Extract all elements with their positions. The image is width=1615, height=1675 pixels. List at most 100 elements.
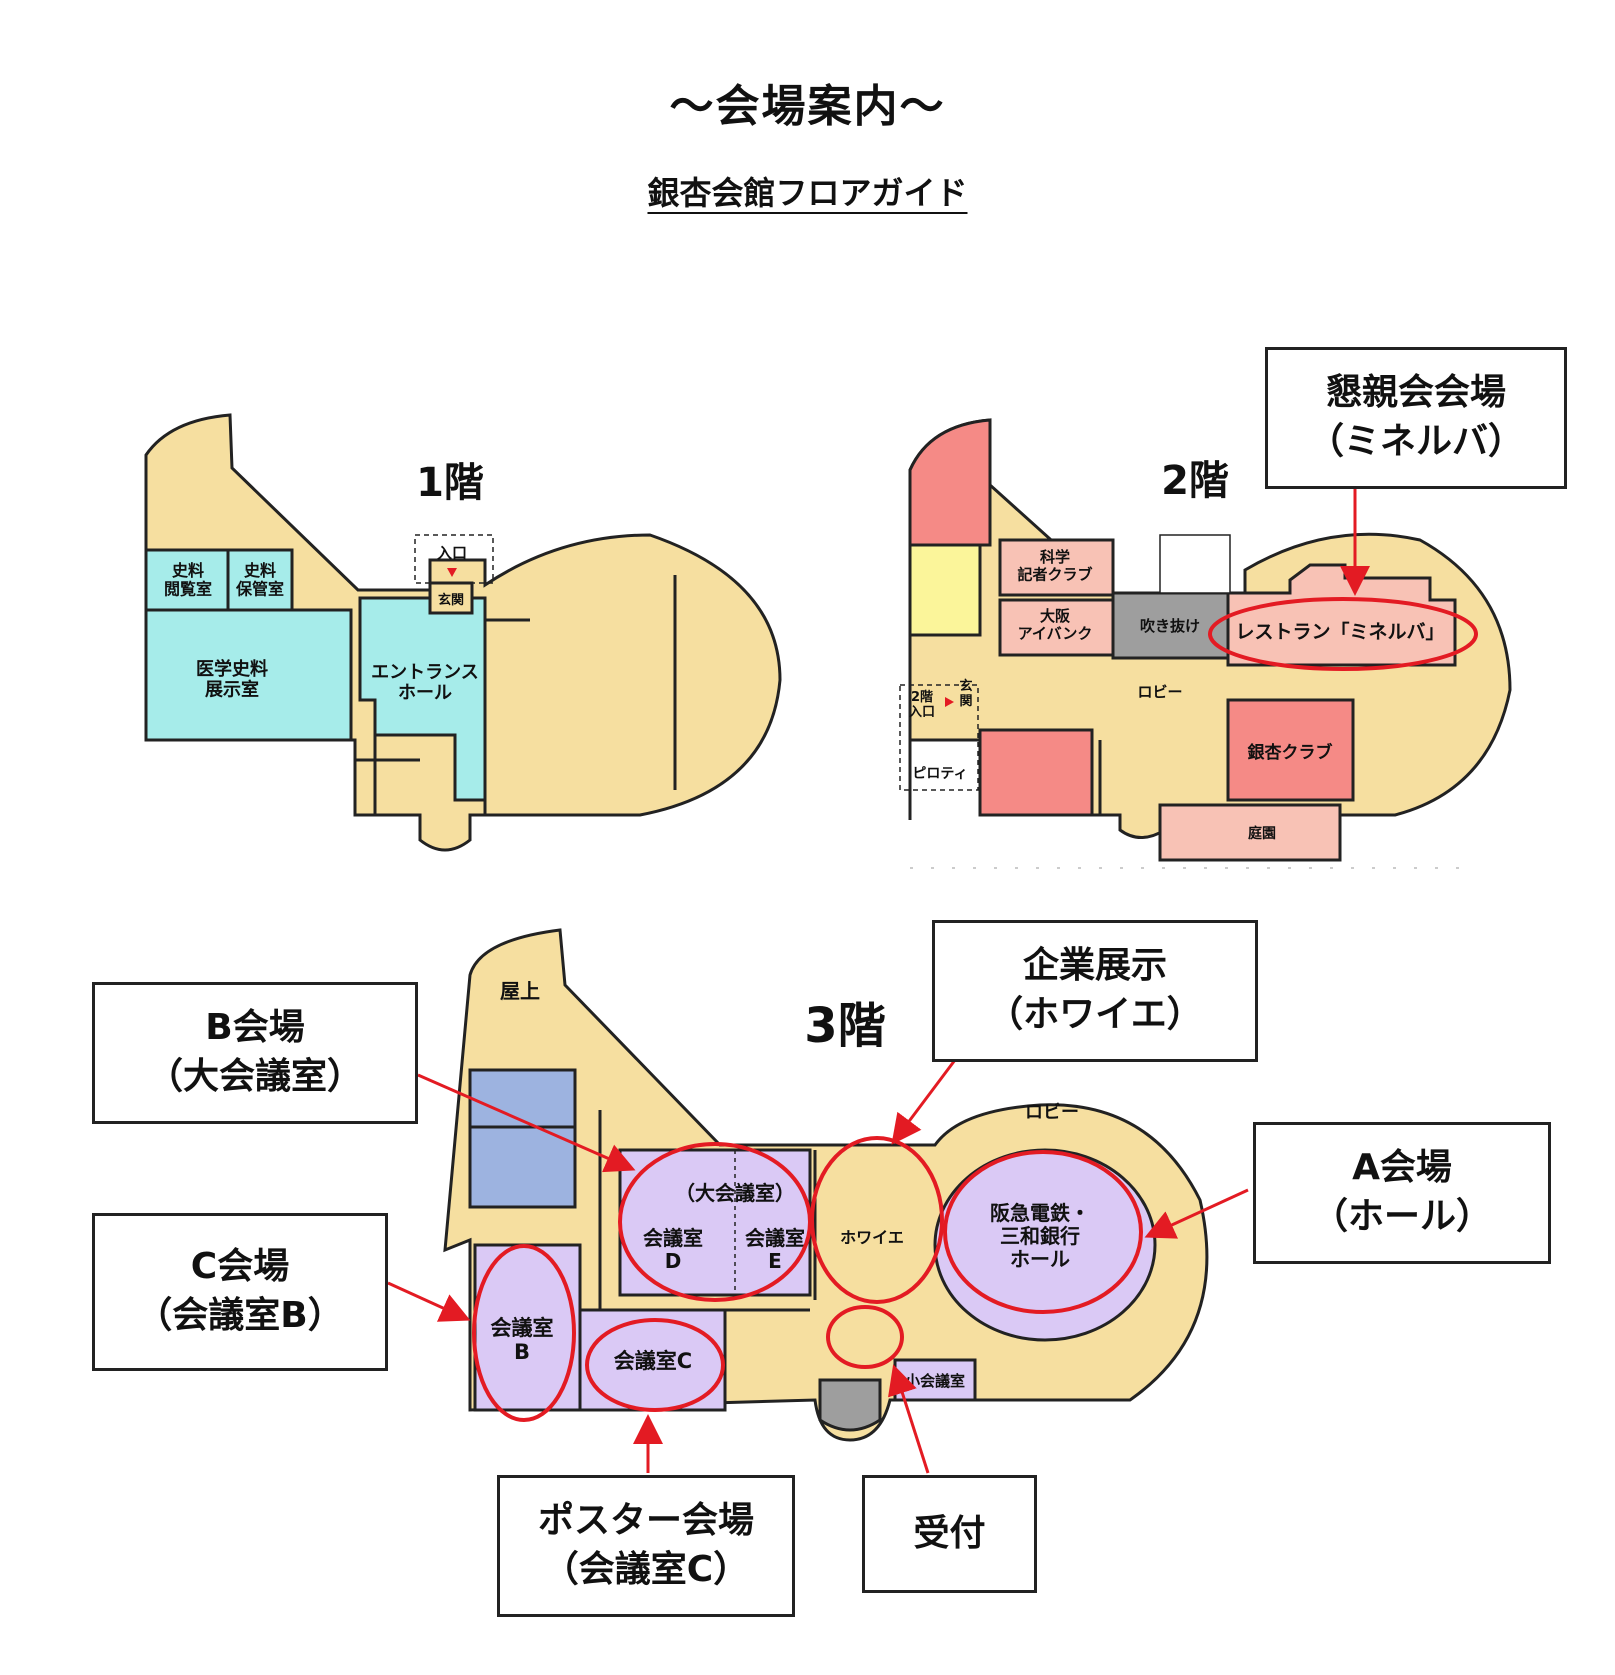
floor1-entrance-hall-label: エントランスホール [371,662,479,704]
callout-line: B会場 [205,1007,305,1049]
floor3-lobby-label: ロビー [1025,1102,1079,1123]
floor3-label: 3階 [804,998,885,1054]
label-line: 会議室 [491,1316,554,1340]
callout-line: C会場 [190,1246,290,1288]
label-line: 医学史料 [196,658,268,680]
callout-line: （大会議室） [146,1056,363,1097]
highlight-large-conference [618,1142,812,1302]
arrow-registration [888,1364,930,1474]
callout-reception-party: 懇親会会場 （ミネルバ） [1265,347,1567,489]
floor2-ginkgo-club [1226,698,1355,802]
floor2-yellow-room [908,543,982,637]
floor2-science-club [998,538,1115,597]
label-line: 史料 [172,561,204,580]
floor3-blue-room-upper [468,1068,577,1129]
label-line: 展示室 [205,679,259,701]
label-line: 阪急電鉄・ [990,1201,1090,1225]
label-line: エントランス [371,662,479,683]
floor2-atrium [1111,591,1230,660]
callout-line: （ミネルバ） [1307,421,1524,462]
arrow-b-venue [417,1073,636,1173]
floor2-white-box [1159,534,1231,594]
label-line: 大阪 [1040,607,1071,625]
floor1-genkan [428,581,474,615]
callout-line: 懇親会会場 [1325,372,1506,414]
floor1-history-storage-room [226,548,294,612]
callout-a-venue: A会場 （ホール） [1253,1122,1551,1264]
callout-line: （会議室C） [542,1549,750,1590]
floor2-garden-label: 庭園 [1248,825,1276,842]
callout-b-venue: B会場 （大会議室） [92,982,418,1124]
page-title: ～会場案内～ [669,81,946,132]
label-line: 史料 [244,561,276,580]
floor1-entrance-arrow [447,568,457,577]
floor2-entrance-arrow [945,697,954,707]
label-line: 科学 [1040,548,1070,566]
floor3-large-conference [618,1148,812,1297]
label-line: 2階 [911,689,933,705]
floor2-restaurant-label: レストラン「ミネルバ」 [1235,620,1444,643]
callout-line: 企業展示 [1022,945,1167,987]
callout-line: （ホール） [1311,1196,1492,1237]
floor1-plan [144,413,782,852]
floor2-eye-bank-label: 大阪アイバンク [1018,607,1093,642]
floor1-label: 1階 [416,460,484,506]
label-line: E [768,1249,782,1273]
page-subtitle: 銀杏会館フロアガイド [0,168,1615,214]
floor3-conf-c-label: 会議室C [614,1349,692,1373]
floor1-history-reading-label: 史料閲覧室 [164,561,212,598]
floor2-entrance-label: 2階入口 [909,689,935,720]
label-line: 会議室 [643,1226,703,1250]
label-line: 入口 [909,705,935,720]
floor2-garden [1158,803,1342,862]
floor2-ginkgo-club-label: 銀杏クラブ [1248,742,1333,763]
floor2-pink-room-upper [908,418,992,547]
highlight-restaurant [1208,597,1478,671]
floor3-large-conference-label: （大会議室） [675,1181,795,1205]
floor2-label: 2階 [1161,458,1229,504]
floor2-eye-bank [998,598,1115,657]
label-line: 関 [959,694,972,709]
floor3-blue-room-lower [468,1125,577,1209]
floor2-pilotis-label: ピロティ [912,766,967,782]
highlights [472,597,1478,1422]
floor1-labels: 1階 史料閲覧室 史料保管室 医学史料展示室 エントランスホール 入口 玄関 [164,460,484,704]
floor3-plan [443,928,1209,1442]
floor3-small-conf-label: 小会議室 [905,1372,965,1390]
highlight-hall [943,1150,1143,1314]
label-line: ホール [398,683,452,704]
arrow-a-venue [1144,1188,1249,1239]
subtitle-text: 銀杏会館フロアガイド [647,174,968,212]
floor2-labels: 2階 科学記者クラブ 大阪アイバンク 吹き抜け レストラン「ミネルバ」 ロビー … [909,458,1445,842]
callout-c-venue: C会場 （会議室B） [92,1213,388,1371]
callout-line: （会議室B） [136,1295,344,1336]
callout-registration: 受付 [862,1475,1037,1593]
callout-line: A会場 [1352,1147,1452,1189]
label-line: 閲覧室 [164,579,212,598]
floor3-rooftop-label: 屋上 [500,979,540,1003]
floor1-medical-history-label: 医学史料展示室 [196,658,268,701]
floor1-entrance-dashed [414,534,494,584]
floor1-genkan-label: 玄関 [438,592,464,608]
label-line: 記者クラブ [1017,565,1092,583]
floor3-conference-b [473,1243,582,1412]
label-line: 会議室 [745,1226,805,1250]
label-line: 保管室 [235,579,284,598]
floor3-hall [933,1148,1157,1342]
floor3-stair [818,1378,882,1432]
callout-line: ポスター会場 [537,1500,754,1542]
callout-line: 受付 [913,1512,986,1554]
label-line: B [514,1340,530,1364]
label-line: 玄 [959,678,972,694]
callout-corporate-exhibit: 企業展示 （ホワイエ） [932,920,1258,1062]
label-line: D [665,1249,682,1273]
label-line: ホール [1010,1247,1070,1271]
label-line: 三和銀行 [1000,1224,1080,1248]
floor1-medical-history-room [144,608,353,742]
highlight-conference-c [585,1318,725,1412]
arrow-corporate-exhibit [891,1059,957,1145]
